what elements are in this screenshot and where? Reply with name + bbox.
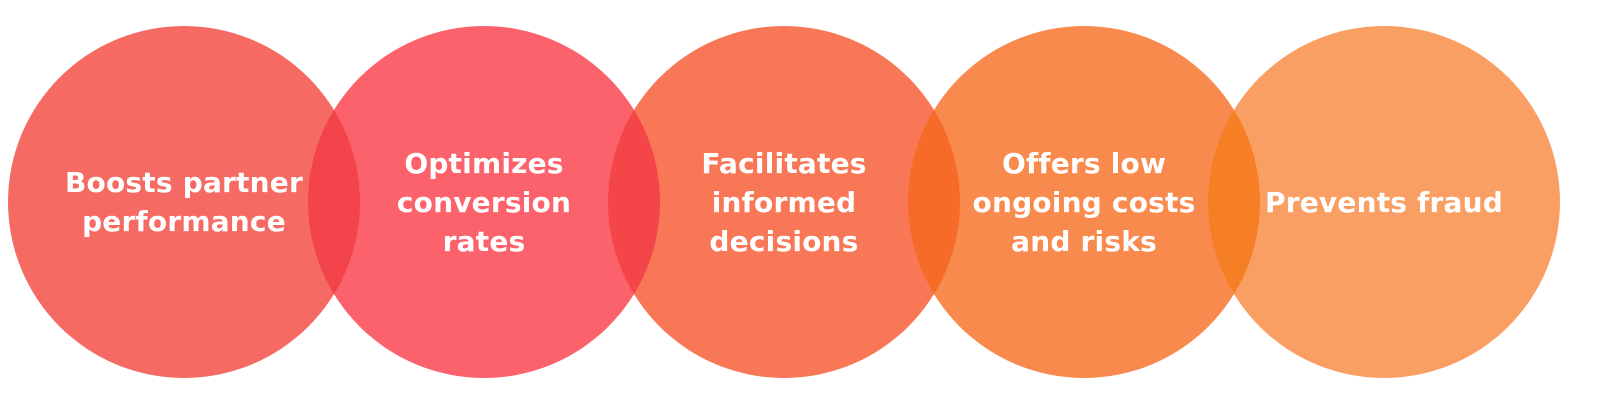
circle-4 [908,26,1260,378]
circle-2 [308,26,660,378]
circle-3 [608,26,960,378]
circle-1 [8,26,360,378]
circle-5 [1208,26,1560,378]
